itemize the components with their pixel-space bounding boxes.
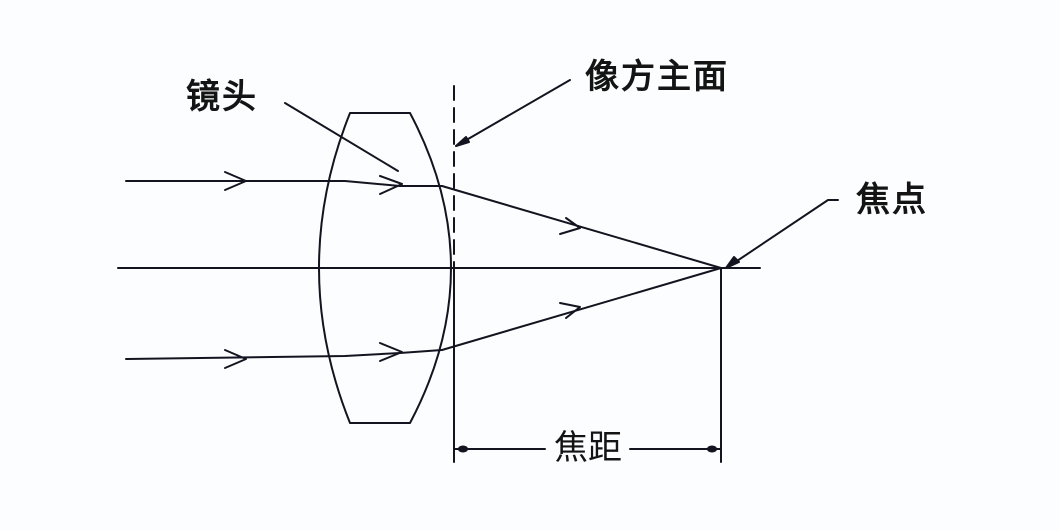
- ray-arrow-icon: [379, 175, 403, 195]
- lens-label: 镜头: [186, 77, 258, 117]
- principal-plane-leader-line: [455, 79, 571, 147]
- principal-plane-label: 像方主面: [585, 57, 729, 97]
- ray-arrow-icon: [559, 302, 581, 319]
- leader-arrow-icon: [725, 256, 740, 269]
- ray-arrow-icon: [224, 349, 247, 369]
- focal-length-label: 焦距: [548, 431, 628, 465]
- dimension-tick-icon: [458, 445, 468, 453]
- ray-arrow-icon: [559, 217, 581, 235]
- refracted-ray-top: [441, 185, 722, 269]
- focal-point-label: 焦点: [856, 180, 928, 220]
- ray-arrow-icon: [379, 342, 403, 362]
- incoming-ray-bottom: [125, 349, 443, 360]
- lens-outline: [318, 112, 452, 424]
- focal-point-leader-line: [727, 199, 839, 268]
- refracted-ray-bottom: [441, 267, 722, 351]
- leader-arrow-icon: [455, 136, 470, 147]
- dimension-tick-icon: [707, 445, 717, 453]
- incoming-ray-top: [125, 180, 443, 187]
- ray-arrow-icon: [224, 171, 247, 191]
- lens-leader-line: [284, 102, 399, 172]
